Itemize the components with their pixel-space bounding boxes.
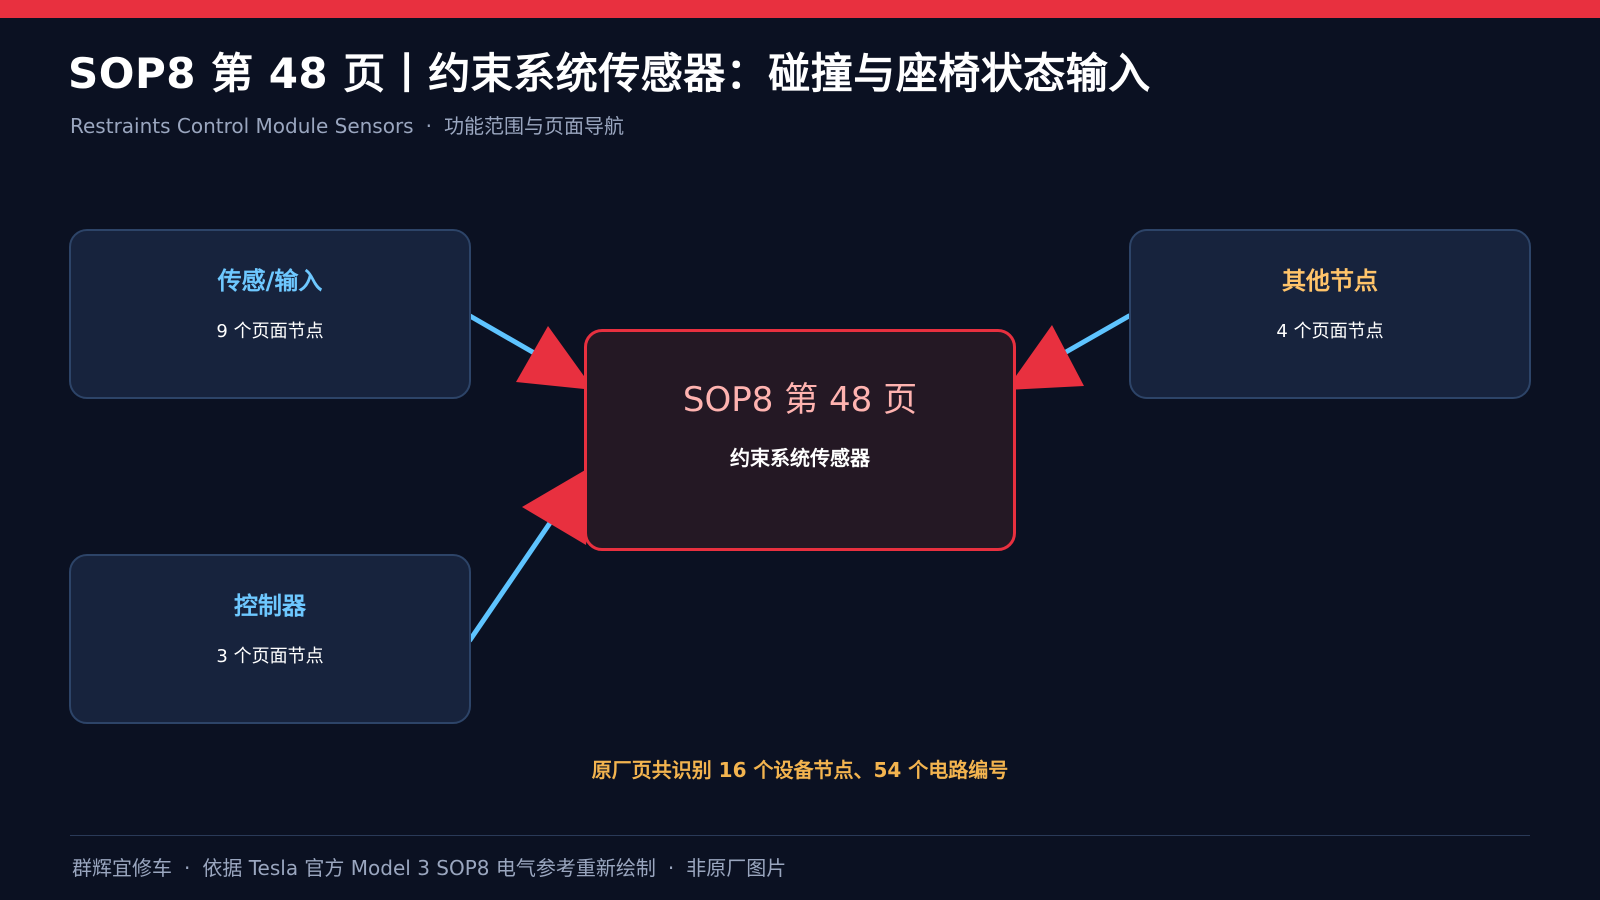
arrowhead-controller xyxy=(522,466,592,545)
connector-controller-to-center xyxy=(467,517,555,643)
page-title: SOP8 第 48 页丨约束系统传感器：碰撞与座椅状态输入 xyxy=(68,49,1151,98)
connector-sensing-to-center xyxy=(467,313,539,357)
node-other-title: 其他节点 xyxy=(1282,267,1378,295)
subtitle-chinese: 功能范围与页面导航 xyxy=(443,114,624,138)
footer-separator: · xyxy=(184,856,191,880)
summary-text: 原厂页共识别 16 个设备节点、54 个电路编号 xyxy=(591,758,1009,782)
connector-other-to-center xyxy=(1063,313,1132,355)
arrowhead-sensing xyxy=(516,326,594,390)
footer-source: 依据 Tesla 官方 Model 3 SOP8 电气参考重新绘制 xyxy=(202,856,656,880)
node-controller: 控制器 3 个页面节点 xyxy=(69,554,471,724)
footer: 群辉宜修车 · 依据 Tesla 官方 Model 3 SOP8 电气参考重新绘制 ·… xyxy=(72,852,786,881)
top-accent-bar xyxy=(0,0,1600,18)
footer-separator: · xyxy=(667,856,675,880)
center-node-subtitle: 约束系统传感器 xyxy=(730,446,870,470)
center-node-page-48: SOP8 第 48 页 约束系统传感器 xyxy=(584,329,1016,551)
node-other-count: 4 个页面节点 xyxy=(1276,321,1384,342)
footer-brand: 群辉宜修车 xyxy=(72,856,172,880)
footer-divider xyxy=(70,835,1530,836)
node-sensing-input: 传感/输入 9 个页面节点 xyxy=(69,229,471,399)
footer-disclaimer: 非原厂图片 xyxy=(686,856,787,880)
node-sensing-count: 9 个页面节点 xyxy=(216,321,324,342)
node-sensing-title: 传感/输入 xyxy=(217,267,323,295)
subtitle-english: Restraints Control Module Sensors xyxy=(70,114,414,138)
arrowhead-other xyxy=(1006,325,1084,390)
node-controller-count: 3 个页面节点 xyxy=(216,646,324,667)
node-controller-title: 控制器 xyxy=(234,592,306,620)
page-subtitle: Restraints Control Module Sensors · 功能范围与页… xyxy=(70,110,624,139)
subtitle-separator: · xyxy=(425,114,432,138)
center-node-title: SOP8 第 48 页 xyxy=(682,380,918,420)
node-other: 其他节点 4 个页面节点 xyxy=(1129,229,1531,399)
